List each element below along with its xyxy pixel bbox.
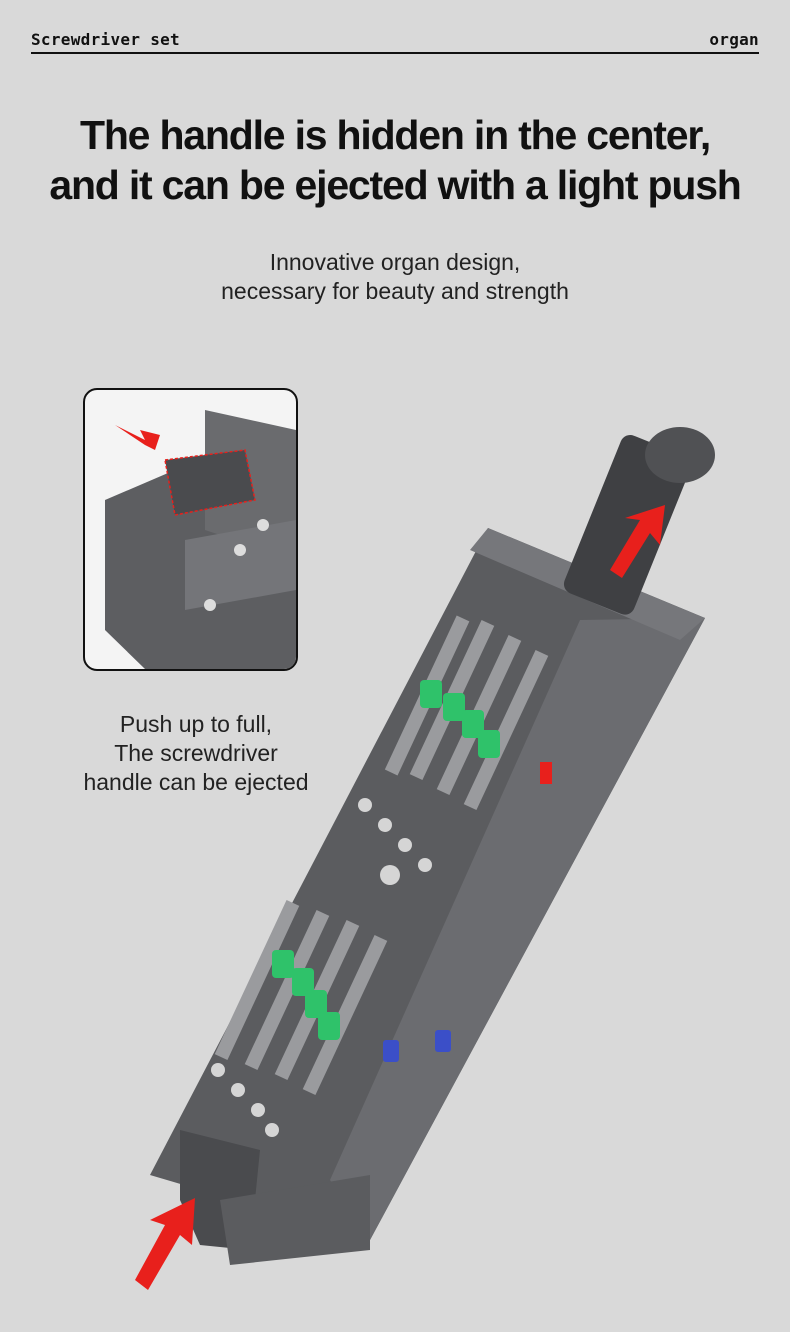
caption-line-3: handle can be ejected — [83, 769, 309, 795]
handle — [563, 427, 715, 615]
title-line-1: The handle is hidden in the center, — [79, 112, 711, 158]
subtitle-line-1: Innovative organ design, — [269, 249, 521, 275]
bit-row-lower — [214, 900, 388, 1095]
bit-row-upper — [384, 615, 549, 810]
page-title: The handle is hidden in the center, and … — [0, 110, 790, 210]
caption: Push up to full, The screwdriver handle … — [60, 710, 332, 797]
eject-arrow-icon — [610, 505, 665, 578]
detail-inset-image — [83, 388, 298, 671]
caption-line-2: The screwdriver — [114, 740, 278, 766]
header-bar: Screwdriver set organ — [31, 28, 759, 54]
subtitle-line-2: necessary for beauty and strength — [221, 278, 569, 304]
title-line-2: and it can be ejected with a light push — [49, 162, 742, 208]
subtitle: Innovative organ design, necessary for b… — [0, 248, 790, 306]
push-up-arrow-icon — [135, 1198, 195, 1290]
header-product-label: Screwdriver set — [31, 30, 180, 49]
push-arrow-icon — [115, 425, 160, 450]
caption-line-1: Push up to full, — [119, 711, 273, 737]
header-feature-label: organ — [709, 30, 759, 49]
